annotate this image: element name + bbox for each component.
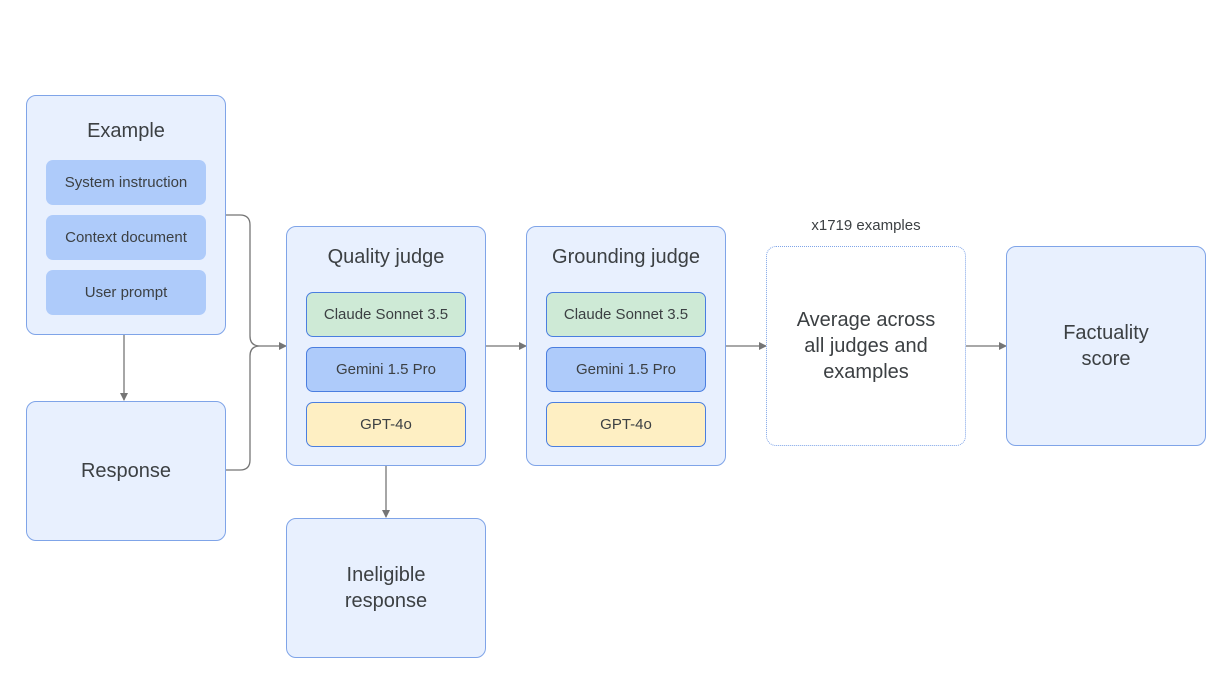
context-document-pill: Context document — [46, 215, 206, 260]
average-label: Average across all judges and examples — [796, 309, 936, 383]
quality-judge-title: Quality judge — [327, 246, 445, 268]
ineligible-response-box: Ineligible response — [286, 518, 486, 658]
response-box: Response — [26, 401, 226, 541]
example-box: Example System instruction Context docum… — [26, 95, 226, 335]
grounding-judge-title: Grounding judge — [552, 246, 700, 268]
examples-count-caption: x1719 examples — [811, 217, 921, 234]
merge-bracket — [226, 214, 261, 471]
system-instruction-pill: System instruction — [46, 160, 206, 205]
grounding-judge-box: Grounding judge Claude Sonnet 3.5 Gemini… — [526, 226, 726, 466]
factuality-score-box: Factuality score — [1006, 246, 1206, 446]
ineligible-response-label: Ineligible response — [344, 564, 428, 612]
average-box: Average across all judges and examples — [766, 246, 966, 446]
response-label: Response — [80, 460, 172, 482]
quality-judge-box: Quality judge Claude Sonnet 3.5 Gemini 1… — [286, 226, 486, 466]
quality-gpt-model: GPT-4o — [306, 402, 466, 447]
grounding-gpt-model: GPT-4o — [546, 402, 706, 447]
factuality-score-label: Factuality score — [1063, 322, 1149, 370]
grounding-gemini-model: Gemini 1.5 Pro — [546, 347, 706, 392]
example-title: Example — [87, 120, 165, 142]
quality-gemini-model: Gemini 1.5 Pro — [306, 347, 466, 392]
grounding-claude-model: Claude Sonnet 3.5 — [546, 292, 706, 337]
user-prompt-pill: User prompt — [46, 270, 206, 315]
quality-claude-model: Claude Sonnet 3.5 — [306, 292, 466, 337]
